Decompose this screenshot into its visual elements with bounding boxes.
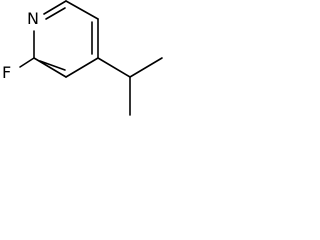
atom-label-nitrogen: N — [27, 9, 39, 28]
chemical-structure: N F — [2, 0, 163, 116]
bond-c2-c3-double — [39, 60, 66, 71]
bond-c4-ch — [97, 57, 131, 78]
bond-c2-c3 — [33, 57, 67, 78]
bond-c2-f — [19, 57, 35, 68]
atom-label-fluorine: F — [2, 63, 11, 82]
bond-c6-n1-double — [45, 7, 66, 20]
bond-c6-n1 — [43, 0, 67, 15]
pyridine-ring — [33, 0, 99, 78]
bond-c5-c6 — [65, 0, 99, 20]
bond-c3-c4 — [65, 57, 99, 78]
isopropyl-group — [97, 57, 163, 116]
bond-ch-methyl-top — [129, 57, 163, 78]
